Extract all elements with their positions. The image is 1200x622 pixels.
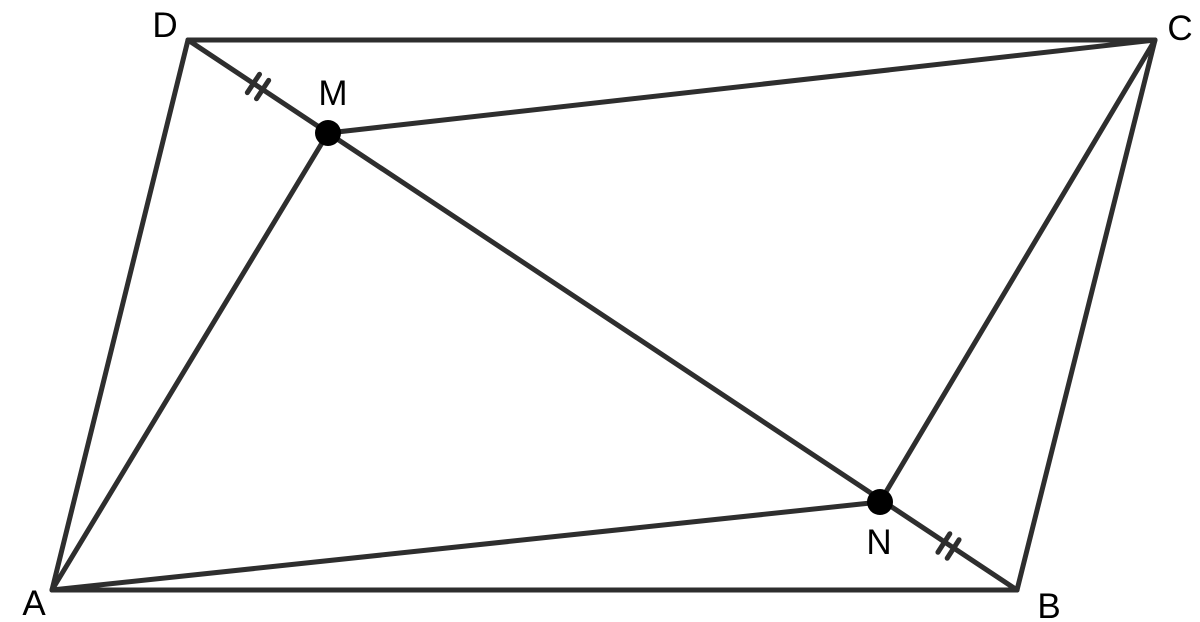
point-dot-N [867,489,893,515]
tick-stroke [944,537,962,561]
tick-stroke [244,71,263,96]
point-label-C: C [1167,9,1192,48]
tick-marks-DM [244,71,272,102]
tick-stroke [253,77,272,102]
tick-marks-layer [244,71,962,561]
labels-layer: A B C D M N [22,6,1192,622]
side-DA [49,37,191,593]
dots-layer [315,120,893,515]
tick-stroke [935,531,953,555]
segment-AM [49,130,331,593]
diagonal-DB [185,37,1020,593]
point-label-A: A [22,584,46,622]
point-label-M: M [318,74,347,113]
point-label-D: D [152,6,177,45]
point-label-N: N [866,523,891,562]
side-BC [1014,37,1158,593]
tick-marks-NB [935,531,962,561]
segments-layer [49,37,1158,593]
segment-AN [49,499,883,593]
segment-MC [325,37,1158,136]
point-dot-M [315,120,341,146]
point-label-B: B [1037,587,1060,622]
segment-NC [877,37,1158,505]
